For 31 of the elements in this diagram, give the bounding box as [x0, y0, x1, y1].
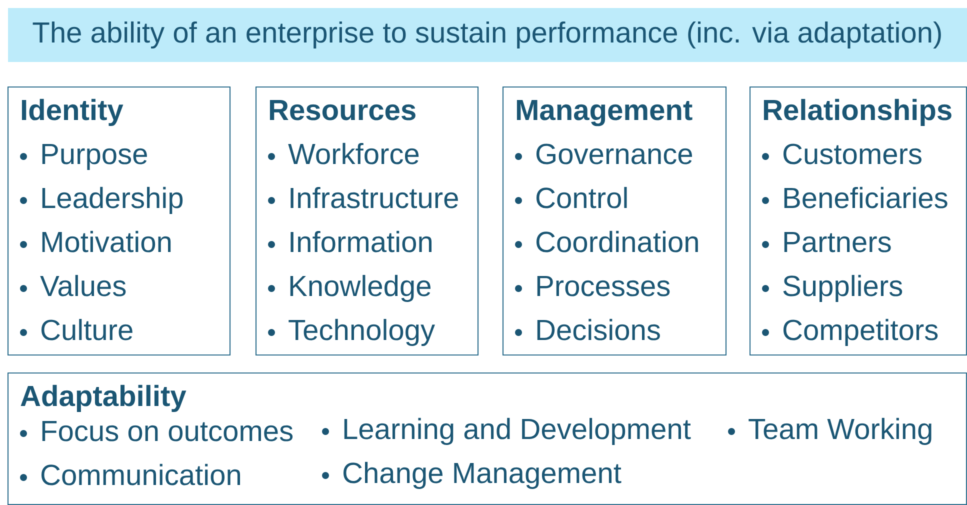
bullet-item: Coordination — [515, 230, 698, 252]
bullet-item: Decisions — [515, 318, 660, 340]
bullet-item: Workforce — [268, 142, 419, 164]
bullet-item: Control — [515, 186, 627, 208]
heading: Adaptability — [20, 384, 186, 412]
bullet-item: Leadership — [20, 186, 183, 214]
bullet-item: Infrastructure — [268, 186, 458, 208]
bullet-item: Beneficiaries — [762, 186, 948, 208]
heading: Resources — [270, 100, 416, 120]
heading: Relationships — [764, 98, 952, 126]
bullet-item: Technology — [268, 318, 435, 346]
bullet-item: Learning and Development — [322, 418, 691, 446]
bullet-item: Change Management — [322, 462, 622, 490]
bullet-item: Team Working — [728, 418, 932, 446]
bullet-item: Knowledge — [268, 274, 430, 302]
bullet-item: Partners — [762, 232, 891, 252]
bullet-item: Communication — [20, 464, 240, 486]
bullet-item: Motivation — [20, 230, 171, 252]
bullet-item: Values — [20, 274, 126, 296]
bullet-item: Information — [268, 230, 432, 252]
bullet-item: Processes — [515, 276, 670, 296]
bullet-item: Suppliers — [762, 274, 902, 302]
bullet-item: Purpose — [20, 144, 147, 170]
bullet-item: Customers — [762, 144, 922, 164]
bullet-item: Focus on outcomes — [20, 421, 293, 442]
title-band: The ability of an enterprise to sustain performance (inc. via adaptation) — [8, 8, 967, 62]
bullet-item: Governance — [515, 144, 692, 164]
bullet-item: Competitors — [762, 318, 938, 346]
heading: Identity — [22, 98, 124, 126]
heading: Management — [516, 100, 692, 126]
bullet-item: Culture — [20, 318, 132, 340]
